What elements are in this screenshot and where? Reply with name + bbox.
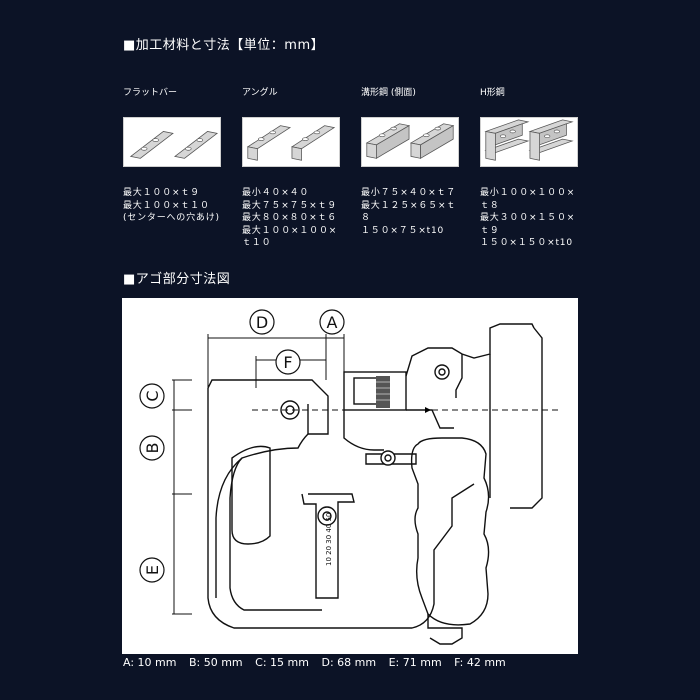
material-h-beam: H形鋼 最小１００×１００× ｔ８ 最大３００×１５０× (480, 85, 590, 250)
section-title-materials: ■加工材料と寸法【単位：mm】 (123, 38, 325, 53)
flat-bar-image (123, 117, 221, 167)
dim-label-b: B (143, 443, 162, 454)
material-label: H形鋼 (480, 88, 505, 98)
dim-label-c: C (143, 390, 162, 401)
material-label: アングル (242, 88, 278, 98)
material-spec: 最小１００×１００× ｔ８ 最大３００×１５０× ｔ９ １５０×１５０×t10 (480, 188, 576, 248)
material-label: フラットバー (123, 88, 178, 98)
angle-image (242, 117, 340, 167)
legend-d: D: 68 mm (321, 656, 377, 669)
material-spec: 最小４０×４０ 最大７５×７５×ｔ９ 最大８０×８０×ｔ６ 最大１００×１００×… (242, 188, 338, 248)
legend-e: E: 71 mm (388, 656, 442, 669)
dim-label-e: E (143, 565, 162, 575)
channel-image (361, 117, 459, 167)
material-channel: 溝形鋼 (側面) 最小７５×４０×ｔ７ 最大１２５×６５×ｔ ８ １５０×７５×… (361, 85, 471, 237)
jaw-scale: 10 20 30 40 50 (325, 513, 333, 566)
dim-label-f: F (283, 353, 292, 372)
material-label: 溝形鋼 (側面) (361, 88, 416, 98)
material-angle: アングル 最小４０×４０ 最大７５×７５×ｔ９ 最大８０×８０×ｔ６ 最大１００… (242, 85, 352, 250)
dimension-legend: A: 10 mm B: 50 mm C: 15 mm D: 68 mm E: 7… (123, 656, 515, 669)
legend-c: C: 15 mm (255, 656, 309, 669)
legend-a: A: 10 mm (123, 656, 177, 669)
section-title-jaw: ■アゴ部分寸法図 (123, 272, 231, 287)
h-beam-image (480, 117, 578, 167)
material-spec: 最大１００×ｔ９ 最大１００×ｔ１０ (センターへの穴あけ) (123, 188, 220, 223)
dim-label-d: D (256, 313, 268, 332)
jaw-dimension-diagram: 10 20 30 40 50 (122, 298, 578, 654)
dim-label-a: A (327, 313, 338, 332)
material-spec: 最小７５×４０×ｔ７ 最大１２５×６５×ｔ ８ １５０×７５×t10 (361, 188, 457, 236)
material-flat-bar: フラットバー 最大１００×ｔ９ 最大１００×ｔ１０ (センターへの穴あけ) (123, 85, 233, 225)
legend-f: F: 42 mm (454, 656, 506, 669)
legend-b: B: 50 mm (188, 656, 243, 669)
